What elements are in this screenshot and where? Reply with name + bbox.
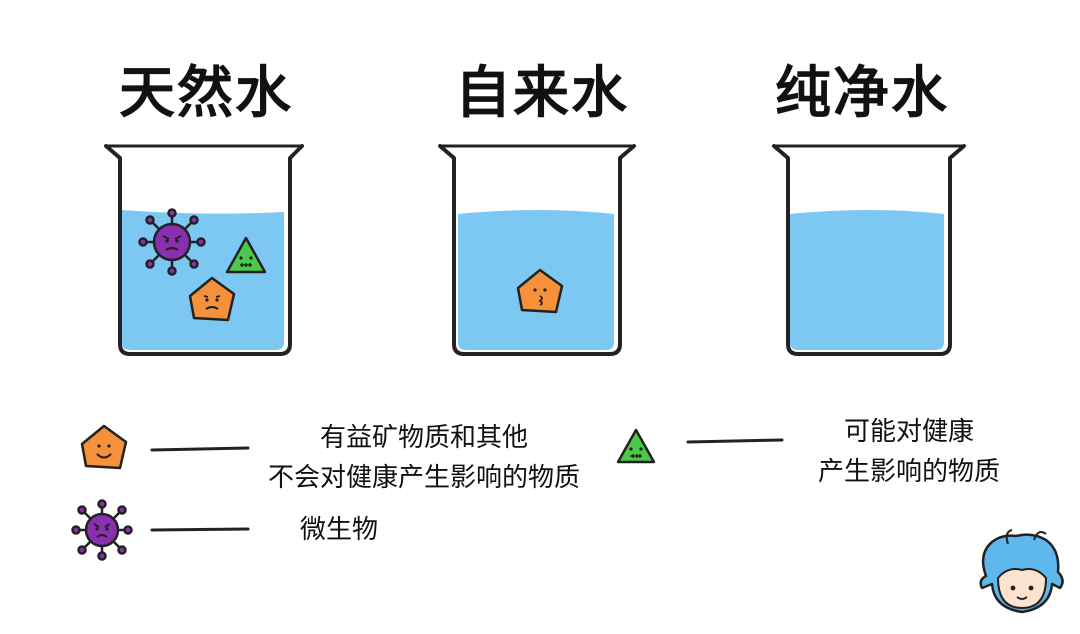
tap-water-title: 自来水 — [455, 61, 629, 126]
natural-water-title: 天然水 — [119, 61, 293, 126]
water-fill — [122, 210, 284, 350]
water-fill — [790, 210, 944, 350]
legend-pentagon-label: 有益矿物质和其他 不会对健康产生影响的物质 — [244, 418, 604, 498]
legend-triangle-line1: 可能对健康 — [843, 417, 974, 447]
pentagon-icon — [188, 276, 236, 322]
pure-water-beaker — [772, 144, 966, 356]
beaker-outline — [438, 144, 636, 356]
legend-line — [150, 527, 250, 532]
virus-icon — [138, 208, 206, 276]
beaker-outline — [772, 144, 966, 356]
legend-triangle-label: 可能对健康 产生影响的物质 — [794, 412, 1024, 492]
legend-virus-icon — [71, 499, 133, 561]
natural-water-beaker — [104, 144, 304, 356]
tap-water-beaker — [438, 144, 636, 356]
legend-line — [686, 438, 784, 444]
legend-pentagon-line2: 不会对健康产生影响的物质 — [267, 463, 580, 493]
pure-water-title: 纯净水 — [775, 61, 949, 126]
legend-pentagon-line1: 有益矿物质和其他 — [319, 423, 528, 453]
beaker-outline — [104, 144, 304, 356]
legend-triangle-line2: 产生影响的物质 — [817, 457, 1000, 487]
legend-triangle-icon — [616, 428, 656, 464]
legend-line — [150, 446, 250, 452]
legend-virus-label: 微生物 — [300, 515, 379, 545]
legend-pentagon-icon — [80, 424, 128, 470]
pentagon-icon — [516, 268, 564, 314]
mascot-icon — [979, 529, 1064, 614]
triangle-icon — [225, 236, 267, 274]
